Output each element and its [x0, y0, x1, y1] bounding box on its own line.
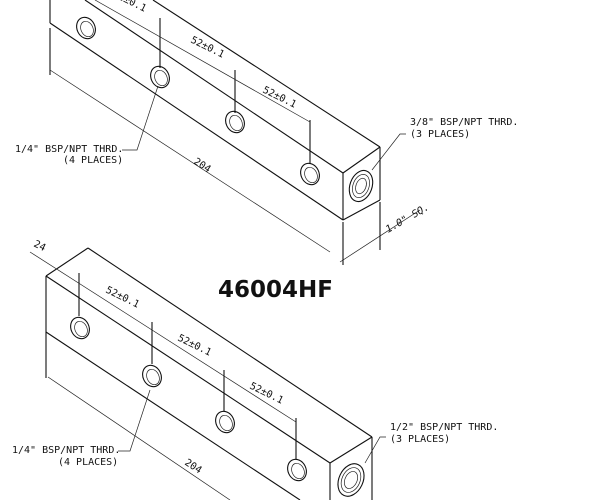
threaded-hole-icon	[300, 162, 320, 186]
spacing-dimension: 52±0.1	[261, 85, 298, 111]
top-manifold-block	[49, 0, 421, 265]
part-number-title: 46004HF	[218, 277, 333, 303]
end-port-count: (3 PLACES)	[390, 434, 450, 445]
top-block-labels: 52±0.1 52±0.1 52±0.1 204 1/4" BSP/NPT TH…	[15, 0, 518, 236]
spacing-dimension: 52±0.1	[104, 285, 141, 311]
length-dimension: 204	[191, 156, 212, 175]
bottom-manifold-block	[29, 247, 386, 500]
end-port-count: (3 PLACES)	[410, 129, 470, 140]
end-threaded-hole-icon	[337, 463, 365, 497]
end-threaded-hole-icon	[348, 169, 374, 203]
threaded-hole-icon	[76, 16, 96, 40]
threaded-hole-icon	[150, 65, 170, 89]
side-port-label: 1/4" BSP/NPT THRD.	[12, 445, 120, 456]
threaded-hole-icon	[70, 316, 90, 340]
threaded-hole-icon	[142, 364, 162, 388]
end-port-label: 1/2" BSP/NPT THRD.	[390, 422, 498, 433]
offset-dimension: 24	[32, 239, 48, 254]
spacing-dimension: 52±0.1	[176, 333, 213, 359]
threaded-hole-icon	[215, 410, 235, 434]
side-port-label: 1/4" BSP/NPT THRD.	[15, 144, 123, 155]
threaded-hole-icon	[225, 110, 245, 134]
side-port-count: (4 PLACES)	[58, 457, 118, 468]
end-port-label: 3/8" BSP/NPT THRD.	[410, 117, 518, 128]
length-dimension: 204	[182, 457, 203, 476]
section-size-label: 1.0" SQ.	[384, 202, 431, 236]
threaded-hole-icon	[287, 458, 307, 482]
side-port-count: (4 PLACES)	[63, 155, 123, 166]
